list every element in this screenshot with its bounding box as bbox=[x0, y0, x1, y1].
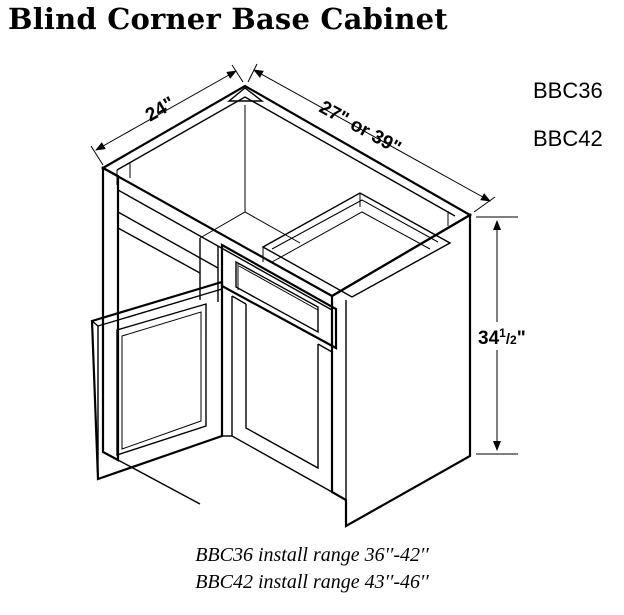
width-dimension: 27" or 39" bbox=[247, 63, 496, 213]
model-code-bbc36: BBC36 bbox=[533, 78, 603, 103]
height-label: 341/2" bbox=[478, 326, 526, 349]
drawer-front bbox=[220, 243, 338, 350]
open-door bbox=[90, 280, 224, 481]
blind-panel bbox=[231, 295, 333, 493]
width-label: 27" or 39" bbox=[316, 97, 405, 159]
install-range-bbc36: BBC36 install range 36′′-42′′ bbox=[195, 544, 429, 566]
cabinet-base bbox=[117, 435, 232, 505]
model-code-bbc42: BBC42 bbox=[533, 126, 603, 151]
height-dimension: 341/2" bbox=[476, 216, 540, 455]
install-range-bbc42: BBC42 install range 43′′-46′′ bbox=[195, 571, 429, 593]
depth-dimension: 24" bbox=[90, 64, 244, 166]
page-title: Blind Corner Base Cabinet bbox=[8, 2, 448, 36]
cabinet-side-panel bbox=[330, 213, 472, 528]
corner-bracket bbox=[227, 87, 265, 102]
cabinet-interior bbox=[199, 105, 452, 298]
